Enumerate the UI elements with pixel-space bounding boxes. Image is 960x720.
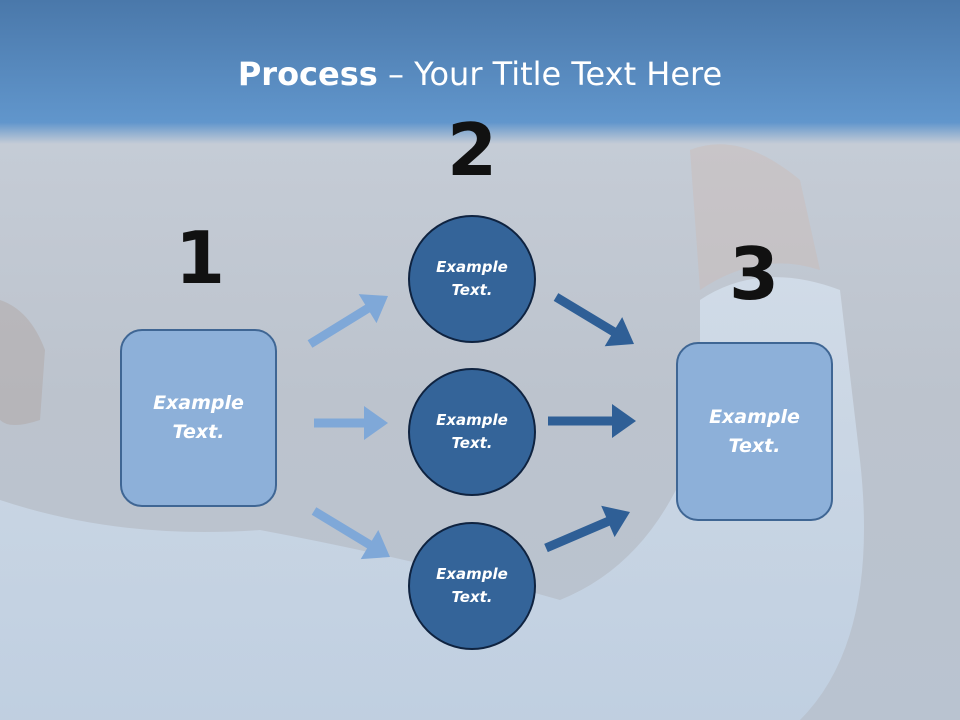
circle-top-line1: Example xyxy=(436,258,508,276)
circle-bottom-line2: Text. xyxy=(451,588,493,606)
step-number-3: 3 xyxy=(728,232,780,316)
title-bold: Process xyxy=(237,55,378,93)
right-box-line2: Text. xyxy=(728,434,781,457)
title-rest: – Your Title Text Here xyxy=(377,55,723,93)
arrow-middle-to-3 xyxy=(548,404,636,438)
circle-middle: Example Text. xyxy=(408,368,536,496)
arrow-top-to-3 xyxy=(553,293,634,347)
left-step-box: Example Text. xyxy=(120,329,277,507)
circle-top-line2: Text. xyxy=(451,281,493,299)
arrow-1-to-middle xyxy=(314,406,388,440)
right-box-line1: Example xyxy=(709,405,800,428)
arrow-bottom-to-3 xyxy=(544,505,630,553)
circle-top: Example Text. xyxy=(408,215,536,343)
step-number-1: 1 xyxy=(174,216,226,300)
left-box-line1: Example xyxy=(153,392,244,414)
left-box-line2: Text. xyxy=(172,421,225,443)
circle-bottom: Example Text. xyxy=(408,522,536,650)
arrow-1-to-bottom xyxy=(311,507,390,560)
circle-bottom-line1: Example xyxy=(436,565,508,583)
circle-middle-line2: Text. xyxy=(451,434,493,452)
slide-title: Process – Your Title Text Here xyxy=(0,52,960,96)
step-number-2: 2 xyxy=(446,108,498,192)
circle-middle-line1: Example xyxy=(436,411,508,429)
arrow-1-to-top xyxy=(307,294,388,348)
right-step-box: Example Text. xyxy=(676,342,833,521)
